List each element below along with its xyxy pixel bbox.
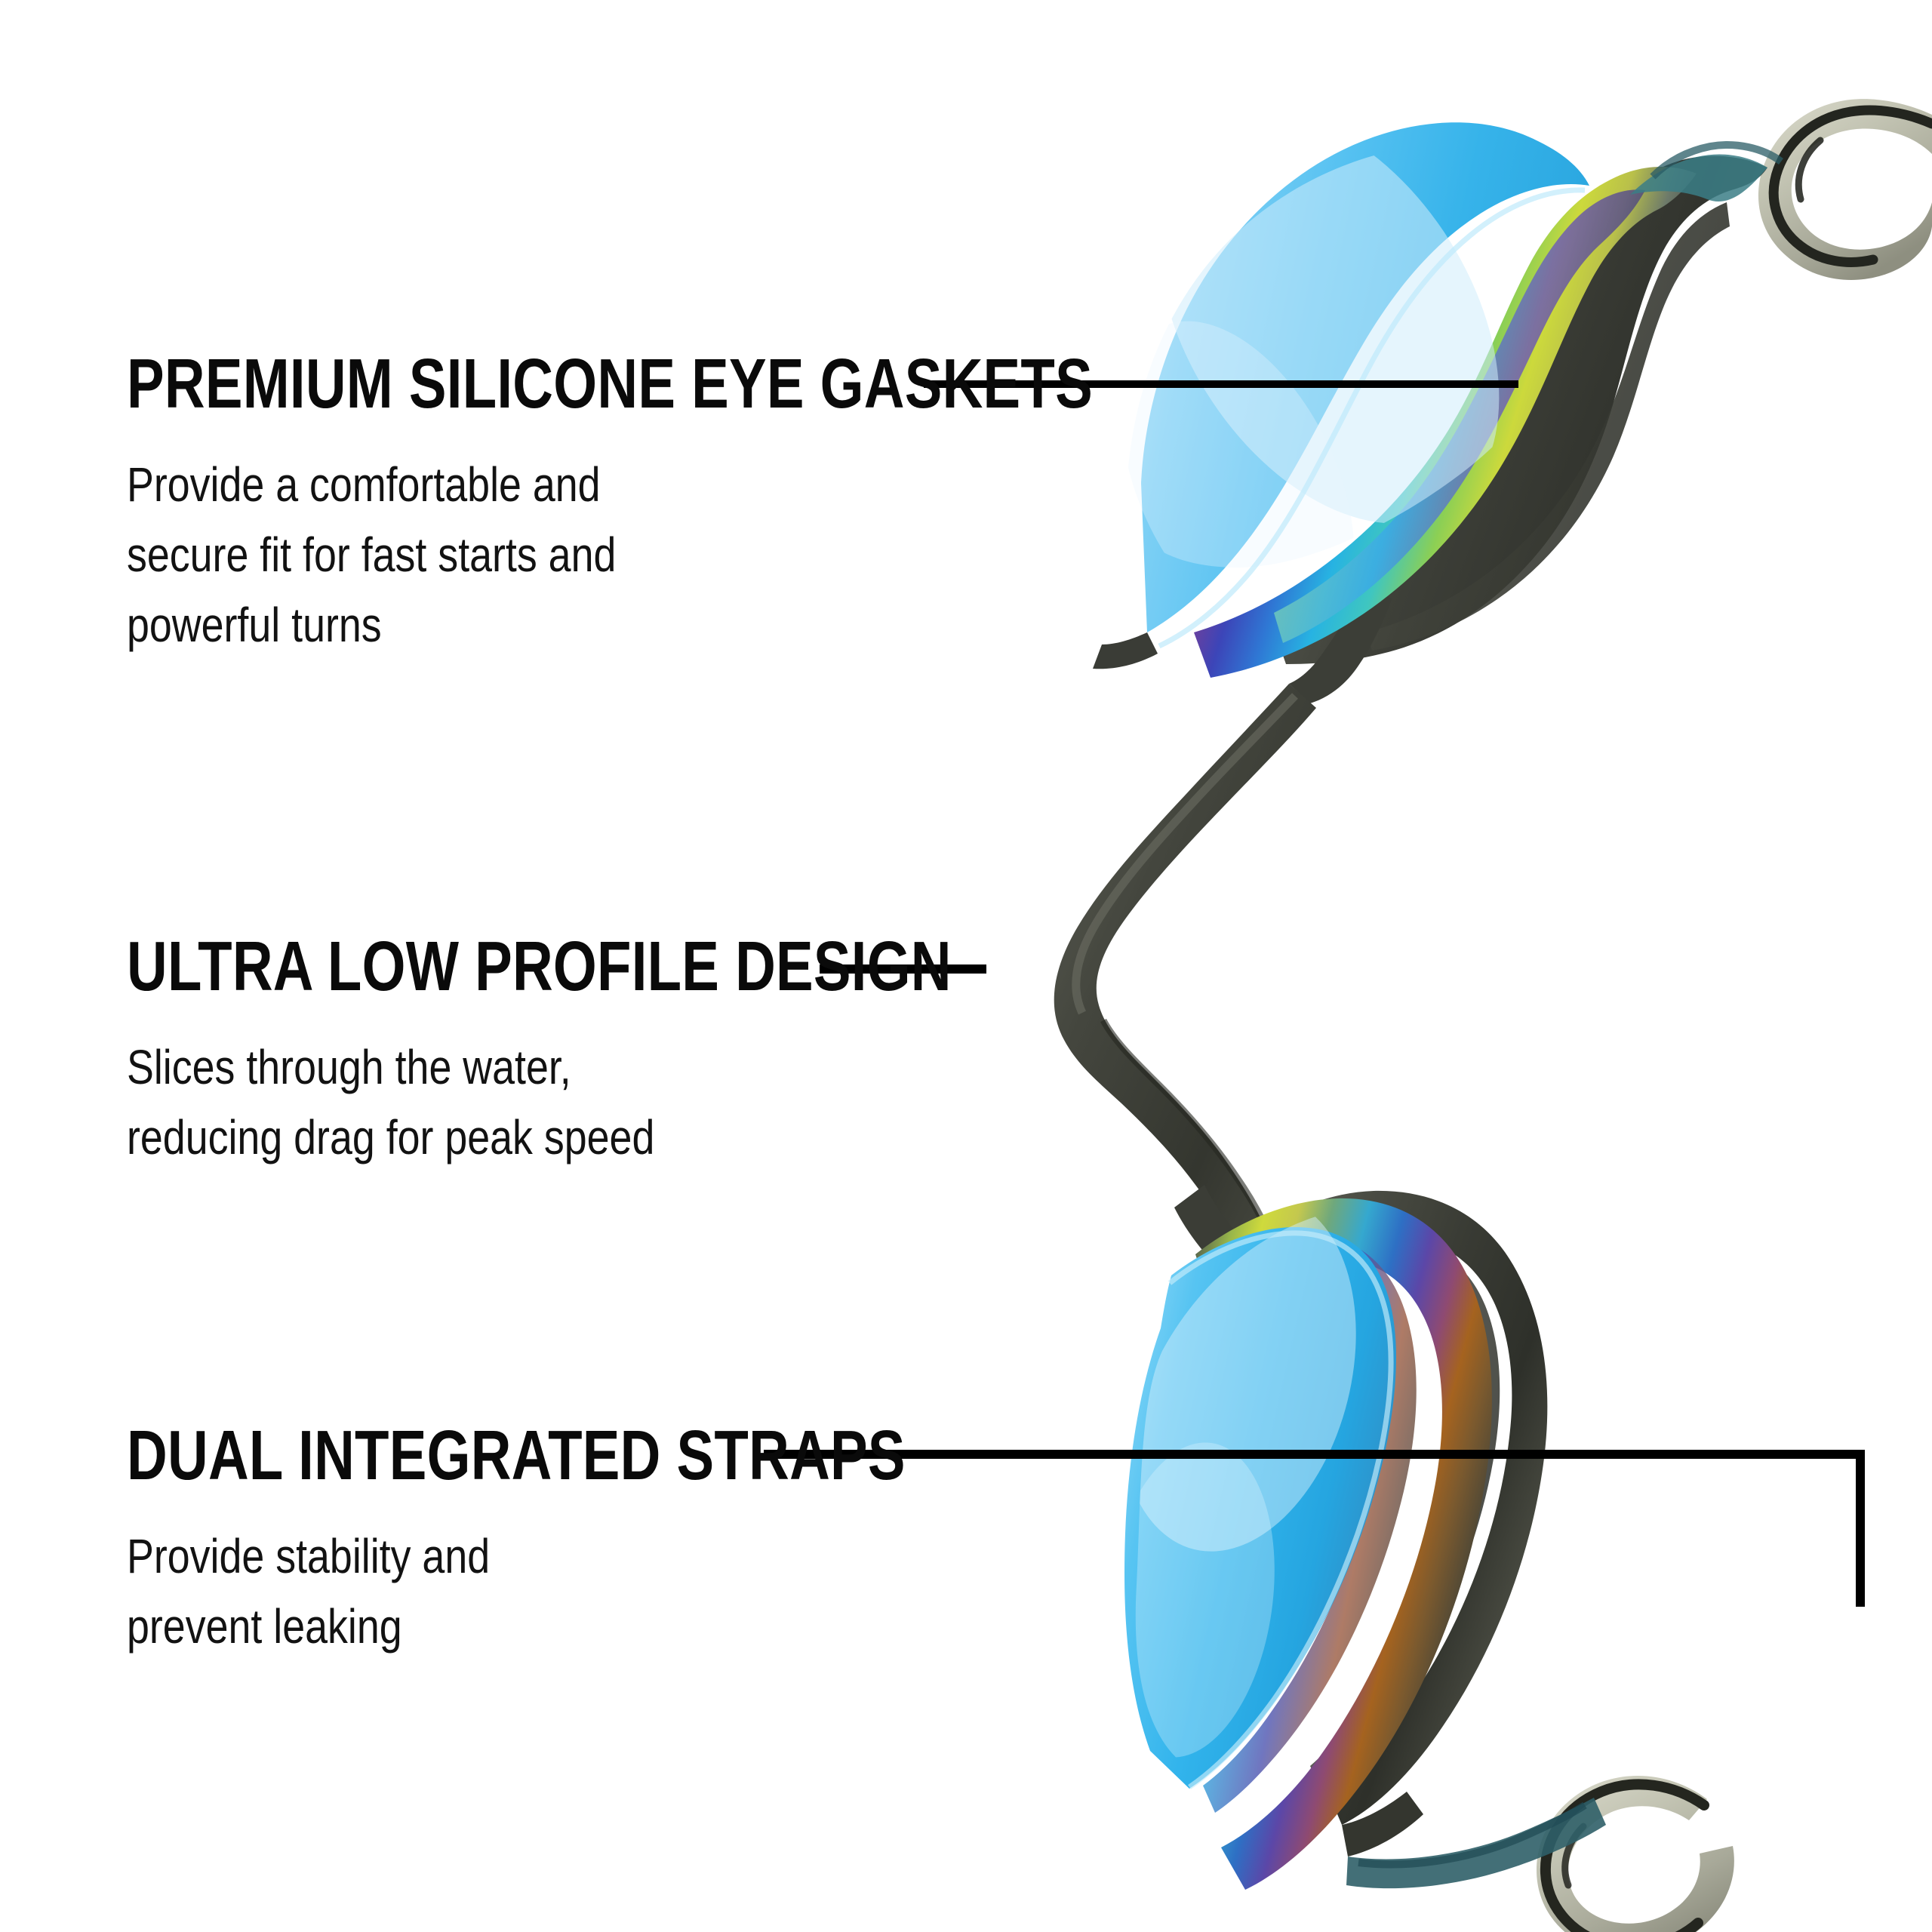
callout-line-3	[764, 1450, 1865, 1607]
feature-heading-ultra-low-profile-design: ULTRA LOW PROFILE DESIGN	[127, 927, 952, 1005]
feature-block-ultra-low-profile-design: ULTRA LOW PROFILE DESIGN Slices through …	[127, 927, 1158, 1173]
feature-body-dual-integrated-straps: Provide stability and prevent leaking	[127, 1528, 491, 1654]
feature-body-premium-silicone-eye-gaskets: Provide a comfortable and secure fit for…	[127, 457, 617, 652]
feature-heading-dual-integrated-straps: DUAL INTEGRATED STRAPS	[127, 1416, 906, 1494]
feature-block-premium-silicone-eye-gaskets: PREMIUM SILICONE EYE GASKETS Provide a c…	[127, 344, 1334, 660]
feature-block-dual-integrated-straps: DUAL INTEGRATED STRAPS Provide stability…	[127, 1416, 1100, 1662]
feature-body-ultra-low-profile-design: Slices through the water, reducing drag …	[127, 1039, 655, 1164]
feature-heading-premium-silicone-eye-gaskets: PREMIUM SILICONE EYE GASKETS	[127, 344, 1093, 423]
